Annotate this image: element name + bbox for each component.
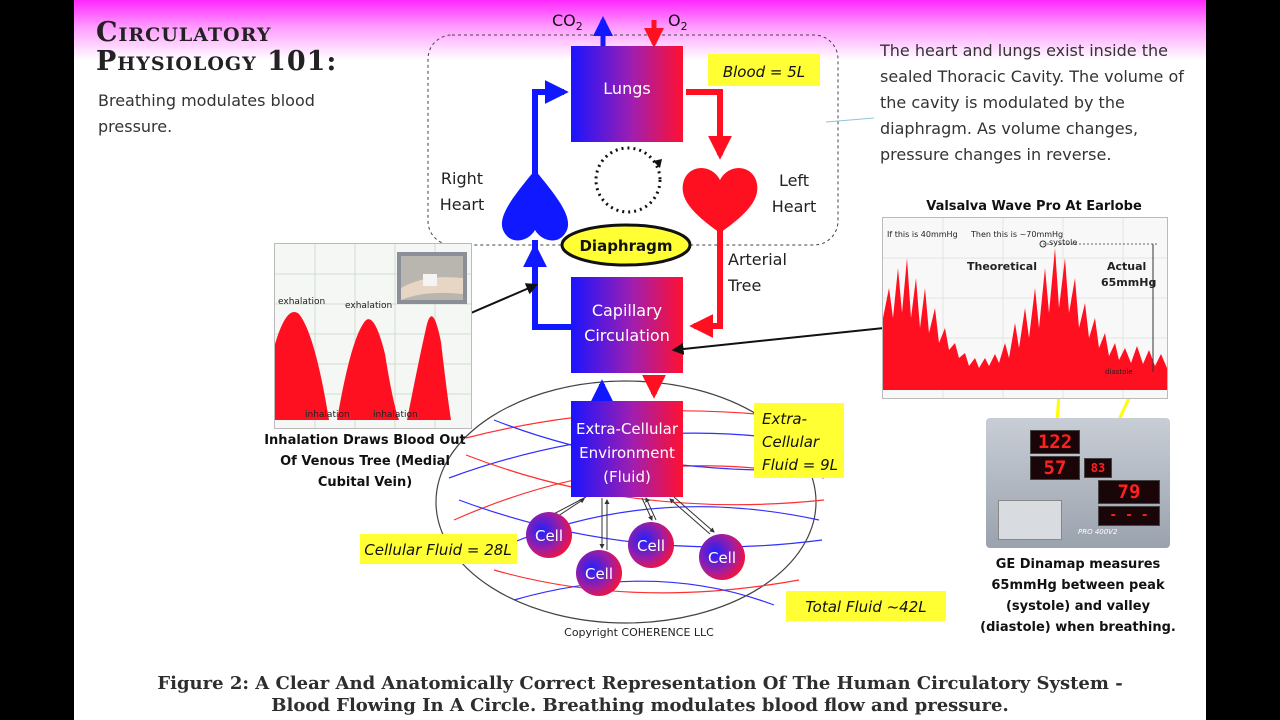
svg-text:Cell: Cell — [637, 537, 665, 555]
extracellular-volume-box — [754, 403, 844, 478]
inhalation-label-1: inhalation — [305, 410, 350, 420]
page-title: Circulatory Physiology 101: — [96, 17, 338, 77]
pulmonary-vein-path — [686, 89, 732, 160]
valsalva-wave-chart: If this is 40mmHg Then this is ~70mmHg s… — [882, 217, 1168, 399]
arterial-tree-label-2: Tree — [727, 276, 761, 295]
valsalva-waveform — [883, 248, 1167, 390]
dinamap-side-panel — [998, 500, 1062, 540]
extracellular-volume-label-2: Cellular — [762, 433, 820, 451]
exhalation-label-2: exhalation — [345, 301, 393, 311]
actual-label-1: Actual — [1107, 260, 1147, 273]
figure-caption-line-2: Blood Flowing In A Circle. Breathing mod… — [271, 695, 1009, 716]
total-fluid-box — [786, 591, 946, 621]
valsalva-note-right: Then this is ~70mmHg — [971, 230, 1064, 239]
circulation-cycle-arrowhead — [653, 159, 662, 168]
circulation-diagram: CO2 O2 Lungs Blood = 5L Right Heart Left… — [360, 11, 1144, 624]
right-heart-label: Right — [441, 169, 483, 188]
ece-label-2: Environment — [579, 444, 675, 462]
actual-label-2: 65mmHg — [1101, 276, 1157, 289]
dinamap-monitor: 122 57 83 79 - - - PRO 400V2 — [986, 418, 1170, 548]
extracellular-field-ellipse — [435, 380, 817, 624]
svg-text:Cell: Cell — [585, 565, 613, 583]
circulation-cycle-icon — [594, 146, 662, 214]
cell-1: Cell — [526, 512, 572, 558]
capillary-label-2: Circulation — [584, 326, 670, 345]
systole-marker-label: systole — [1049, 238, 1078, 247]
ece-label-3: (Fluid) — [603, 468, 651, 486]
svg-text:Cell: Cell — [535, 527, 563, 545]
lungs-label: Lungs — [603, 79, 650, 98]
figure-caption-line-1: Figure 2: A Clear And Anatomically Corre… — [157, 673, 1123, 694]
capillary-box — [571, 277, 683, 373]
svg-text:Cell: Cell — [708, 549, 736, 567]
arterial-tree-label: Arterial — [728, 250, 787, 269]
diaphragm-label: Diaphragm — [579, 237, 672, 255]
right-heart-shape — [501, 170, 569, 241]
copyright-notice: Copyright COHERENCE LLC — [564, 626, 714, 639]
thoracic-note-pointer — [825, 117, 875, 123]
slide: CO2 O2 Lungs Blood = 5L Right Heart Left… — [74, 0, 1206, 720]
spo2-display: - - - — [1098, 506, 1160, 526]
valsalva-note-left: If this is 40mmHg — [887, 230, 958, 239]
theoretical-label: Theoretical — [967, 260, 1037, 273]
capillary-label-1: Capillary — [592, 301, 662, 320]
ece-label-1: Extra-Cellular — [576, 420, 679, 438]
venous-chart-caption: Inhalation Draws Blood Out Of Venous Tre… — [264, 433, 466, 490]
valsalva-chart-title: Valsalva Wave Pro At Earlobe — [926, 199, 1142, 214]
ece-cell-exchange-arrows — [545, 496, 715, 550]
thoracic-cavity-outline — [427, 34, 839, 246]
o2-label: O2 — [668, 11, 688, 33]
ece-box — [571, 401, 683, 497]
left-heart-label-2: Heart — [772, 197, 817, 216]
lungs-box — [571, 46, 683, 142]
cell-3: Cell — [628, 522, 674, 568]
exhalation-label-1: exhalation — [278, 297, 326, 307]
cellular-fluid-box — [360, 534, 517, 564]
blood-volume-box — [708, 54, 820, 86]
extracellular-volume-label-3: Fluid = 9L — [762, 456, 838, 474]
mean-pressure-display: 83 — [1084, 458, 1112, 478]
left-heart-label: Left — [779, 171, 809, 190]
cell-2: Cell — [576, 550, 622, 596]
arterial-tree-path — [689, 225, 723, 338]
cell-4: Cell — [699, 534, 745, 580]
diastole-marker-label: diastole — [1105, 368, 1133, 376]
diaphragm-oval — [560, 223, 692, 267]
diastolic-display: 57 — [1030, 456, 1080, 480]
page-subtitle: Breathing modulates blood pressure. — [98, 91, 315, 136]
dinamap-model-label: PRO 400V2 — [1078, 528, 1118, 536]
pulse-display: 79 — [1098, 480, 1160, 504]
co2-label: CO2 — [552, 11, 583, 33]
venous-pressure-chart: exhalation exhalation inhalation inhalat… — [274, 243, 472, 429]
right-heart-label-2: Heart — [440, 195, 485, 214]
inhalation-label-2: inhalation — [373, 410, 418, 420]
dinamap-caption: GE Dinamap measures 65mmHg between peak … — [980, 557, 1176, 635]
valsalva-chart-pointer — [671, 327, 885, 355]
total-fluid-label: Total Fluid ~42L — [805, 598, 926, 616]
pulmonary-artery-path — [532, 80, 569, 175]
systolic-display: 122 — [1030, 430, 1080, 454]
thoracic-cavity-note: The heart and lungs exist inside the sea… — [880, 41, 1184, 164]
left-heart-shape — [682, 168, 758, 233]
extracellular-volume-label-1: Extra- — [762, 410, 807, 428]
venous-pressure-waveform — [275, 312, 451, 420]
blood-volume-label: Blood = 5L — [723, 63, 805, 81]
figure-caption: Figure 2: A Clear And Anatomically Corre… — [114, 673, 1166, 717]
cellular-fluid-label: Cellular Fluid = 28L — [364, 541, 511, 559]
